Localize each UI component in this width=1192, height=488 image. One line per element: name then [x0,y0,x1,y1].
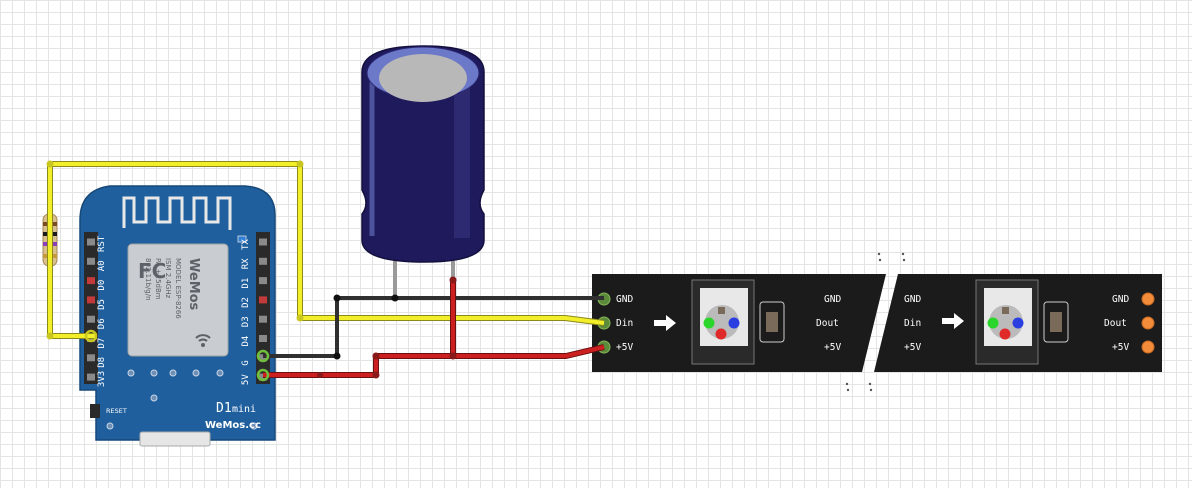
antenna-trace [122,196,232,230]
pin-3v3[interactable] [87,373,95,381]
pin-label-3v3: 3V3 [97,371,107,387]
data-direction-arrow-icon [654,315,676,331]
wifi-icon [195,334,211,342]
strip-label-gnd-mid: GND [824,294,841,305]
board-vias [106,369,258,430]
pin-label-d2: D2 [241,297,251,308]
strip-label-dout-mid: Dout [816,318,839,329]
left-header [84,232,98,384]
pin-rst[interactable] [87,238,95,246]
pin-label-d6: D6 [97,318,107,329]
strip-label-gnd-out: GND [1112,294,1129,305]
strip-pad-dout[interactable] [1141,316,1155,330]
model-label: D1 [216,401,232,416]
strip-label-5v-in: +5V [616,342,633,353]
pin-d5[interactable] [87,296,95,304]
pin-label-5v: 5V [241,374,251,385]
pin-d0[interactable] [87,277,95,285]
led-strip[interactable]: GND Din +5V GND Dout +5V GND Din +5V [592,252,1162,392]
capacitor-body [361,45,485,263]
strip-label-5v-out: +5V [1112,342,1129,353]
reset-button[interactable] [90,404,100,418]
pin-d8[interactable] [87,354,95,362]
ws2812-led-2 [975,279,1039,365]
strip-label-5v-mid: +5V [824,342,841,353]
wifi-dot-icon [201,343,205,347]
strip-label-gnd-seg2: GND [904,294,921,305]
power-wire-fill [263,345,605,377]
shield-fc-logo: FC [138,259,166,283]
continuation-dots-bottom [845,382,873,392]
brand-url: WeMos.cc [205,420,261,431]
pin-label-d3: D3 [241,316,251,327]
pin-label-d0: D0 [97,280,107,291]
power-wire[interactable] [263,344,605,378]
strip-label-din: Din [616,318,633,329]
pin-g-connection [256,349,270,363]
pin-d3[interactable] [259,315,267,323]
capacitor-top-vent [379,54,467,102]
reset-label: RESET [106,407,127,415]
ws2812-led-1 [691,279,755,365]
pin-label-d8: D8 [97,357,107,368]
shield-text-1: MODEL ESP-8266 [174,258,182,319]
pin-rx[interactable] [259,257,267,265]
shield-text-3: PA +25dBm [154,258,162,300]
wemos-d1-mini-board[interactable]: FC MODEL ESP-8266 ISM 2.4GHz PA +25dBm 8… [79,185,276,447]
right-header [256,232,270,384]
pin-label-g: G [241,360,251,365]
data-direction-arrow-icon [942,313,964,329]
pin-label-rx: RX [241,258,251,269]
shield-text-4: 802.11b/g/n [144,258,152,301]
pin-tx[interactable] [259,238,267,246]
pin-label-d4: D4 [241,336,251,347]
pin-a0[interactable] [87,257,95,265]
strip-pad-gnd-out[interactable] [1141,292,1155,306]
pin-d4[interactable] [259,335,267,342]
status-led [237,235,247,243]
esp-shield [127,243,229,357]
pin-label-d7: D7 [97,338,107,349]
ground-wire[interactable] [263,296,604,358]
strip-label-din-seg2: Din [904,318,921,329]
pin-d2[interactable] [259,296,267,304]
pin-label-d1: D1 [241,278,251,289]
usb-port[interactable] [139,431,211,447]
strip-label-5v-seg2: +5V [904,342,921,353]
strip-label-gnd-in: GND [616,294,633,305]
shield-text-2: ISM 2.4GHz [164,258,172,299]
pin-label-tx: TX [241,239,251,250]
electrolytic-capacitor[interactable] [361,45,485,300]
pin-d1[interactable] [259,277,267,285]
shield-wemos-logo: WeMos [186,258,201,311]
model-suffix: mini [232,404,256,415]
pin-d7-connection [84,329,98,343]
pin-label-rst: RST [97,235,107,252]
pin-5v-connection [256,368,270,382]
pin-label-a0: A0 [97,260,107,271]
continuation-dots-top [877,252,906,262]
pin-label-d5: D5 [97,299,107,310]
strip-label-dout: Dout [1104,318,1127,329]
pin-d6[interactable] [87,315,95,323]
strip-pad-5v-out[interactable] [1141,340,1155,354]
